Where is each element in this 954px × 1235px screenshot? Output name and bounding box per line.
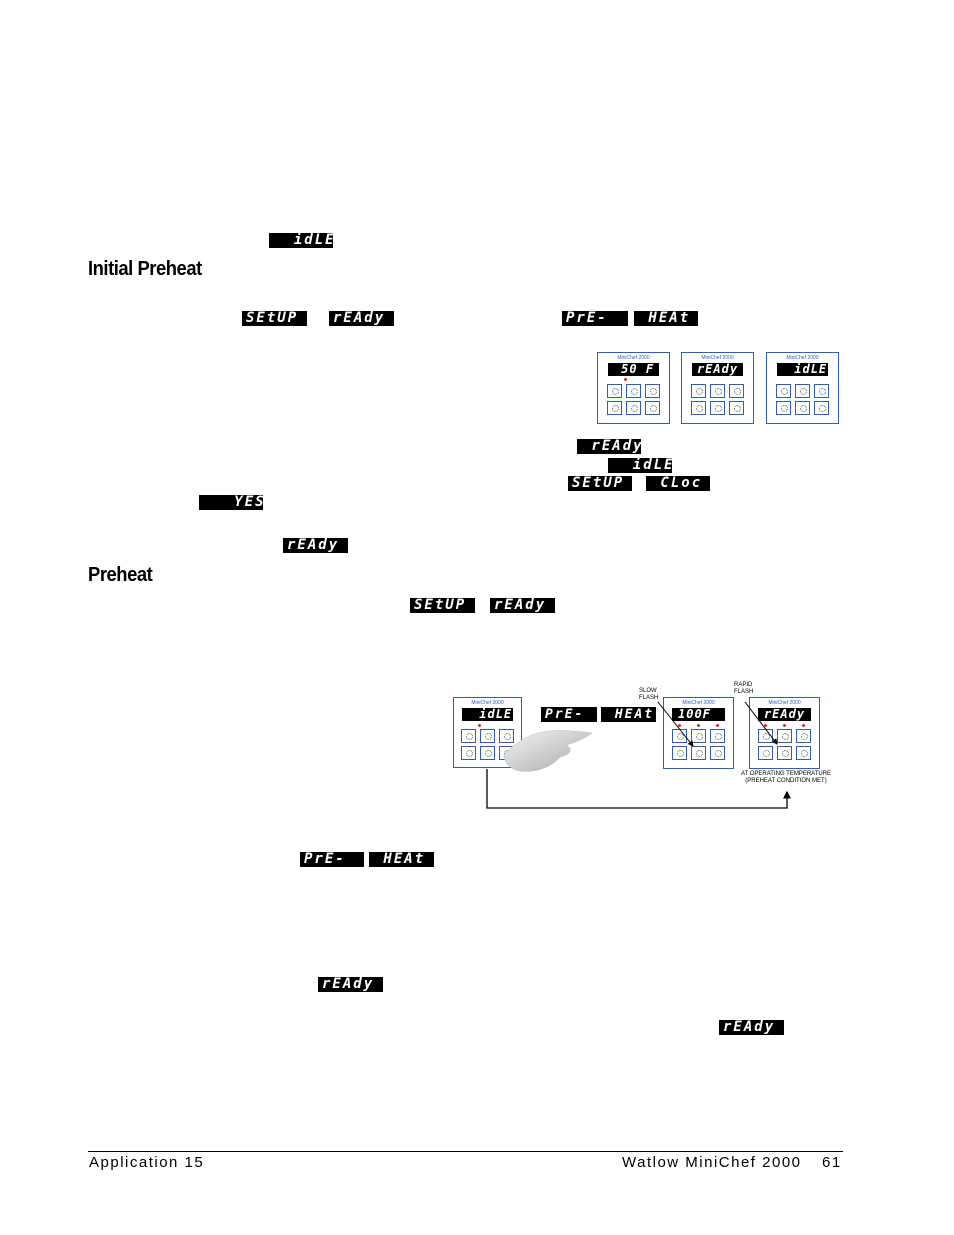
panel-title: MiniChef 2000 <box>617 355 650 361</box>
footer-section: Application 15 <box>89 1154 205 1171</box>
display-pre: PrE- <box>562 311 628 326</box>
display-idle: idLE <box>608 458 672 473</box>
display-idle: idLE <box>269 233 333 248</box>
led-indicator <box>764 724 767 727</box>
key-button <box>691 746 706 760</box>
key-button <box>710 401 725 415</box>
key-button <box>480 746 495 760</box>
display-yes: YES <box>199 495 263 510</box>
key-button <box>645 384 660 398</box>
panel-display: idLE <box>777 362 828 376</box>
panel-display: rEAdy <box>758 708 811 721</box>
key-button <box>795 384 810 398</box>
led-indicator <box>478 724 481 727</box>
display-pre: PrE- <box>300 852 364 867</box>
controller-panel: MiniChef 2000 rEAdy <box>749 697 820 769</box>
key-button <box>607 384 622 398</box>
key-button <box>626 401 641 415</box>
panel-title: MiniChef 2000 <box>471 700 504 706</box>
key-button <box>796 729 811 743</box>
key-button <box>710 729 725 743</box>
key-button <box>776 401 791 415</box>
key-button <box>729 401 744 415</box>
panel-title: MiniChef 2000 <box>768 700 801 706</box>
footer-title: Watlow MiniChef 2000 <box>622 1154 802 1171</box>
controller-panel: MiniChef 2000 rEAdy <box>681 352 754 424</box>
figure-connector-lines <box>486 701 791 809</box>
key-button <box>461 746 476 760</box>
key-button <box>691 401 706 415</box>
display-ready: rEAdy <box>719 1020 784 1035</box>
display-heat: HEAt <box>634 311 698 326</box>
key-button <box>607 401 622 415</box>
label-rapid-flash: RAPID FLASH <box>734 682 754 695</box>
page-number: 61 <box>822 1154 842 1171</box>
display-heat: HEAt <box>369 852 434 867</box>
key-button <box>814 384 829 398</box>
label-operating-temperature: AT OPERATING TEMPERATURE (PREHEAT CONDIT… <box>740 771 832 784</box>
key-button <box>710 746 725 760</box>
panel-display: idLE <box>462 707 513 721</box>
key-button <box>776 384 791 398</box>
controller-panel: MiniChef 2000 50 F <box>597 352 670 424</box>
led-indicator <box>697 724 700 727</box>
panel-title: MiniChef 2000 <box>786 355 819 361</box>
led-indicator <box>802 724 805 727</box>
panel-display: rEAdy <box>692 363 743 376</box>
heading-initial-preheat: Initial Preheat <box>88 258 202 280</box>
key-button <box>777 729 792 743</box>
key-button <box>480 729 495 743</box>
controller-panel: MiniChef 2000 idLE <box>453 697 522 768</box>
led-indicator <box>678 724 681 727</box>
key-button <box>814 401 829 415</box>
key-button <box>729 384 744 398</box>
key-button <box>758 746 773 760</box>
display-ready: rEAdy <box>577 439 641 454</box>
pressing-hand-illustration <box>503 730 593 772</box>
panel-title: MiniChef 2000 <box>682 700 715 706</box>
sequence-display-pre: PrE- <box>541 707 597 722</box>
panel-title: MiniChef 2000 <box>701 355 734 361</box>
led-indicator <box>783 724 786 727</box>
key-button <box>626 384 641 398</box>
key-button <box>691 384 706 398</box>
controller-panel: MiniChef 2000 100F <box>663 697 734 769</box>
key-button <box>672 746 687 760</box>
key-button <box>645 401 660 415</box>
display-setup: SEtUP <box>410 598 475 613</box>
display-ready: rEAdy <box>283 538 348 553</box>
panel-display: 50 F <box>608 363 659 376</box>
sequence-display-heat: HEAt <box>601 707 656 722</box>
heading-preheat: Preheat <box>88 564 153 586</box>
key-button <box>795 401 810 415</box>
key-button <box>777 746 792 760</box>
display-ready: rEAdy <box>318 977 383 992</box>
controller-panel: MiniChef 2000 idLE <box>766 352 839 424</box>
display-cloc: CLoc <box>646 476 710 491</box>
footer-rule <box>88 1151 843 1152</box>
display-setup: SEtUP <box>568 476 632 491</box>
display-ready: rEAdy <box>329 311 394 326</box>
led-indicator <box>624 378 627 381</box>
key-button <box>461 729 476 743</box>
display-ready: rEAdy <box>490 598 555 613</box>
display-setup: SEtUP <box>242 311 307 326</box>
key-button <box>710 384 725 398</box>
key-button <box>499 729 514 743</box>
led-indicator <box>716 724 719 727</box>
key-button <box>796 746 811 760</box>
panel-display: 100F <box>672 708 725 721</box>
label-slow-flash: SLOW FLASH <box>639 688 659 701</box>
key-button <box>691 729 706 743</box>
